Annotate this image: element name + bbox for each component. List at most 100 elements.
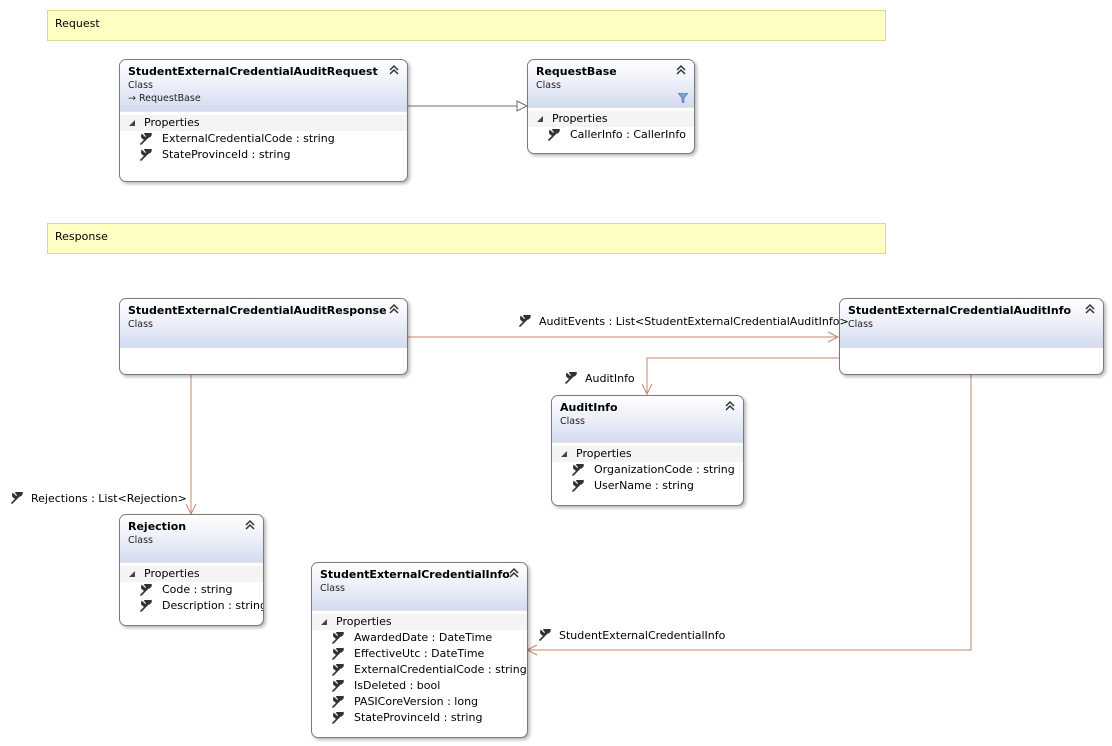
class-kind: Class xyxy=(128,535,153,546)
audit-info-label[interactable]: AuditInfo xyxy=(565,372,635,386)
base-class-name: RequestBase xyxy=(138,93,201,104)
property-label: UserName : string xyxy=(594,479,694,492)
expand-triangle-icon[interactable] xyxy=(321,619,327,625)
response-comment-text: Response xyxy=(55,230,108,243)
collapse-icon[interactable] xyxy=(508,567,520,579)
property-label: StateProvinceId : string xyxy=(162,148,291,161)
credential-info-class[interactable]: StudentExternalCredentialInfo Class Prop… xyxy=(311,562,528,738)
inheritance-connector xyxy=(407,100,529,112)
class-kind: Class xyxy=(128,80,153,91)
properties-section: Properties ExternalCredentialCode : stri… xyxy=(120,111,407,167)
section-header[interactable]: Properties xyxy=(120,566,263,582)
section-header[interactable]: Properties xyxy=(120,115,407,131)
class-name: StudentExternalCredentialInfo xyxy=(320,568,510,581)
audit-info-class-box[interactable]: StudentExternalCredentialAuditInfo Class xyxy=(839,298,1104,375)
filter-icon[interactable] xyxy=(678,93,688,103)
wrench-icon xyxy=(332,680,344,692)
property-item[interactable]: CallerInfo : CallerInfo xyxy=(528,127,694,143)
property-item[interactable]: PASICoreVersion : long xyxy=(312,694,527,710)
audit-info-box[interactable]: AuditInfo Class Properties OrganizationC… xyxy=(551,395,744,506)
property-label: OrganizationCode : string xyxy=(594,463,735,476)
inherits-arrow-icon: → xyxy=(128,93,139,104)
property-item[interactable]: EffectiveUtc : DateTime xyxy=(312,646,527,662)
rejections-label[interactable]: Rejections : List<Rejection> xyxy=(11,492,187,506)
property-item[interactable]: UserName : string xyxy=(552,478,743,494)
class-name: Rejection xyxy=(128,520,187,533)
association-text: AuditInfo xyxy=(585,372,635,385)
property-label: ExternalCredentialCode : string xyxy=(354,663,527,676)
rejection-class[interactable]: Rejection Class Properties Code : string… xyxy=(119,514,264,626)
section-label: Properties xyxy=(576,447,632,460)
properties-section: Properties OrganizationCode : string Use… xyxy=(552,442,743,498)
section-label: Properties xyxy=(144,567,200,580)
request-comment-text: Request xyxy=(55,17,100,30)
request-comment[interactable]: Request xyxy=(47,10,886,41)
wrench-icon xyxy=(548,129,560,141)
empty-section xyxy=(840,347,1103,374)
property-item[interactable]: ExternalCredentialCode : string xyxy=(312,662,527,678)
section-header[interactable]: Properties xyxy=(312,614,527,630)
property-label: ExternalCredentialCode : string xyxy=(162,132,335,145)
property-label: Description : string xyxy=(162,599,264,612)
properties-section: Properties CallerInfo : CallerInfo xyxy=(528,107,694,147)
section-header[interactable]: Properties xyxy=(528,111,694,127)
audit-info-connector xyxy=(641,357,839,396)
collapse-icon[interactable] xyxy=(675,64,687,76)
class-name: AuditInfo xyxy=(560,401,618,414)
wrench-icon xyxy=(140,133,152,145)
property-label: EffectiveUtc : DateTime xyxy=(354,647,485,660)
property-label: CallerInfo : CallerInfo xyxy=(570,128,686,141)
expand-triangle-icon[interactable] xyxy=(129,120,135,126)
wrench-icon xyxy=(332,664,344,676)
credential-info-label[interactable]: StudentExternalCredentialInfo xyxy=(539,629,725,643)
wrench-icon xyxy=(140,149,152,161)
collapse-icon[interactable] xyxy=(244,519,256,531)
property-label: StateProvinceId : string xyxy=(354,711,483,724)
property-item[interactable]: StateProvinceId : string xyxy=(120,147,407,163)
wrench-icon xyxy=(332,648,344,660)
section-header[interactable]: Properties xyxy=(552,446,743,462)
association-text: AuditEvents : List<StudentExternalCreden… xyxy=(539,315,849,328)
expand-triangle-icon[interactable] xyxy=(129,571,135,577)
class-name: StudentExternalCredentialAuditResponse xyxy=(128,304,387,317)
rejections-connector xyxy=(185,374,197,516)
class-name: StudentExternalCredentialAuditRequest xyxy=(128,65,378,78)
expand-triangle-icon[interactable] xyxy=(561,451,567,457)
property-label: IsDeleted : bool xyxy=(354,679,441,692)
wrench-icon xyxy=(572,480,584,492)
class-name: RequestBase xyxy=(536,65,617,78)
audit-response-class[interactable]: StudentExternalCredentialAuditResponse C… xyxy=(119,298,408,375)
collapse-icon[interactable] xyxy=(388,64,400,76)
section-label: Properties xyxy=(144,116,200,129)
property-item[interactable]: IsDeleted : bool xyxy=(312,678,527,694)
wrench-icon xyxy=(539,629,551,641)
audit-events-label[interactable]: AuditEvents : List<StudentExternalCreden… xyxy=(519,315,849,329)
class-kind: Class xyxy=(320,583,345,594)
collapse-icon[interactable] xyxy=(724,400,736,412)
properties-section: Properties AwardedDate : DateTime Effect… xyxy=(312,610,527,730)
properties-section: Properties Code : string Description : s… xyxy=(120,562,263,618)
property-label: Code : string xyxy=(162,583,233,596)
class-kind: Class xyxy=(128,319,153,330)
request-base-class[interactable]: RequestBase Class Properties CallerInfo … xyxy=(527,59,695,154)
association-text: StudentExternalCredentialInfo xyxy=(559,629,726,642)
expand-triangle-icon[interactable] xyxy=(537,116,543,122)
property-item[interactable]: OrganizationCode : string xyxy=(552,462,743,478)
audit-events-connector xyxy=(407,331,840,343)
wrench-icon xyxy=(332,696,344,708)
property-item[interactable]: StateProvinceId : string xyxy=(312,710,527,726)
wrench-icon xyxy=(332,632,344,644)
audit-request-class[interactable]: StudentExternalCredentialAuditRequest Cl… xyxy=(119,59,408,182)
collapse-icon[interactable] xyxy=(1084,303,1096,315)
wrench-icon xyxy=(572,464,584,476)
class-kind: Class xyxy=(560,416,585,427)
wrench-icon xyxy=(140,584,152,596)
response-comment[interactable]: Response xyxy=(47,223,886,254)
property-item[interactable]: Description : string xyxy=(120,598,263,614)
property-item[interactable]: AwardedDate : DateTime xyxy=(312,630,527,646)
property-item[interactable]: ExternalCredentialCode : string xyxy=(120,131,407,147)
base-class: → RequestBase xyxy=(128,92,399,106)
collapse-icon[interactable] xyxy=(388,303,400,315)
property-item[interactable]: Code : string xyxy=(120,582,263,598)
